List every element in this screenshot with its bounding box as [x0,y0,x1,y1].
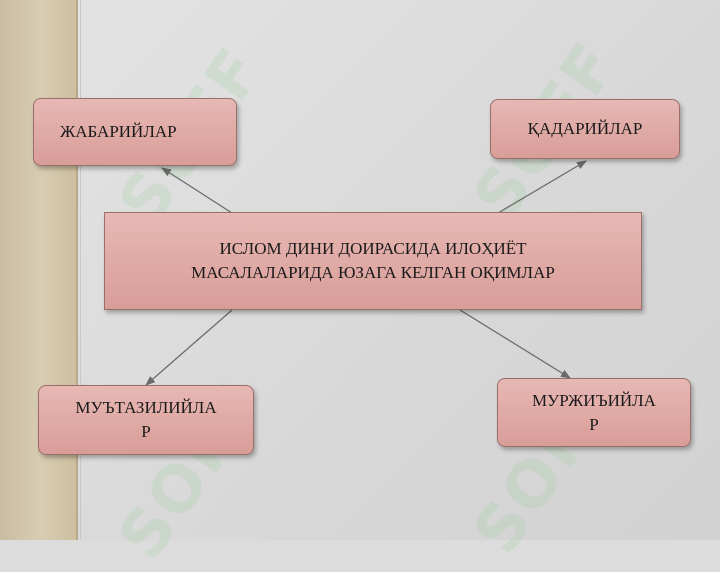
node-bottom-right: МУРЖИЪИЙЛА Р [497,378,691,447]
node-bottom-left-line-1: МУЪТАЗИЛИЙЛА [75,398,217,418]
arrow-to-top-left [161,167,233,214]
node-top-right-label: ҚАДАРИЙЛАР [527,119,643,139]
node-top-left-label: ЖАБАРИЙЛАР [60,122,177,142]
arrow-to-bottom-left [145,309,233,386]
arrow-to-top-right [497,160,587,214]
center-topic-box: ИСЛОМ ДИНИ ДОИРАСИДА ИЛОҲИЁТ МАСАЛАЛАРИД… [104,212,642,310]
node-bottom-left-line-2: Р [141,422,151,441]
node-bottom-right-line-1: МУРЖИЪИЙЛА [532,390,656,410]
node-top-right: ҚАДАРИЙЛАР [490,99,680,159]
center-topic-line-1: ИСЛОМ ДИНИ ДОИРАСИДА ИЛОҲИЁТ [219,239,527,259]
node-top-left: ЖАБАРИЙЛАР [33,98,237,166]
node-bottom-right-line-2: Р [589,414,599,434]
center-topic-line-2: МАСАЛАЛАРИДА ЮЗАГА КЕЛГАН ОҚИМЛАР [191,263,555,282]
arrow-to-bottom-right [459,309,571,379]
node-bottom-left: МУЪТАЗИЛИЙЛА Р [38,385,254,455]
decorative-divider [80,0,81,540]
connector-arrows [145,160,587,386]
